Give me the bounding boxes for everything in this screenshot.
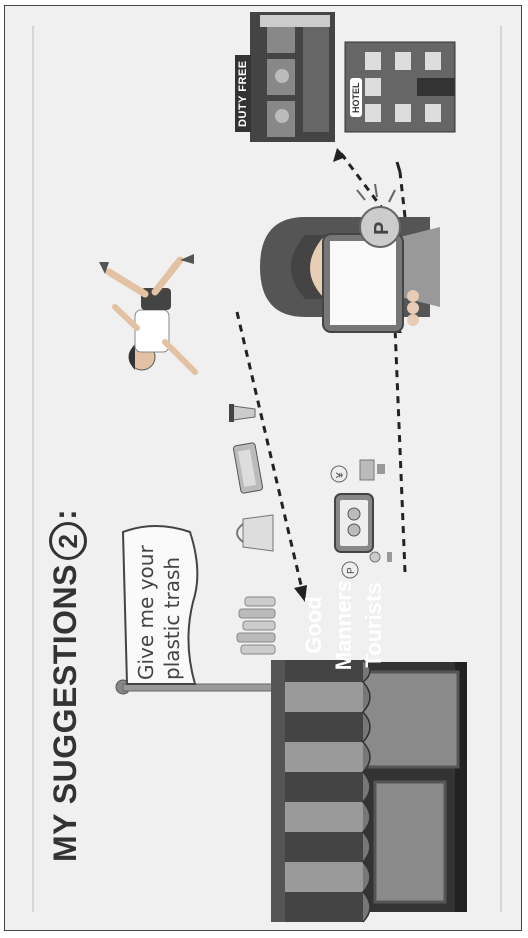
plastic-bag-icon (237, 515, 273, 551)
shop-sign-line-1: Good Manners (299, 550, 359, 700)
shop-sign-line-2: Tourists (359, 550, 389, 700)
slide-title-text: MY SUGGESTIONS (47, 564, 83, 862)
flag-line-1: Give me your (133, 540, 159, 680)
duty-free-shops (250, 12, 335, 142)
tourist-figure (99, 254, 195, 372)
slide-frame: P ¥ (4, 5, 522, 931)
flag-line-2: plastic trash (159, 540, 185, 680)
yen-icon: ¥ (331, 460, 385, 482)
food-container-icon (233, 442, 263, 493)
point-badge-icon: P (357, 184, 400, 247)
number-badge: 2 (49, 522, 87, 560)
svg-text:P: P (371, 222, 393, 235)
phone-points-icon (335, 494, 373, 552)
title-colon: : (47, 509, 83, 520)
plastic-bottles-icon (237, 597, 275, 654)
svg-text:¥: ¥ (335, 472, 346, 479)
hotel-sign: HOTEL (350, 79, 362, 118)
cup-icon (229, 404, 255, 422)
slide-content: P ¥ (5, 6, 522, 931)
slide-title: MY SUGGESTIONS 2: (47, 509, 87, 862)
flag-message: Give me your plastic trash (133, 540, 185, 680)
duty-free-sign: DUTY FREE (235, 55, 251, 132)
arrow-to-tablet (388, 320, 405, 572)
shop-sign: Good Manners Tourists (299, 550, 389, 700)
